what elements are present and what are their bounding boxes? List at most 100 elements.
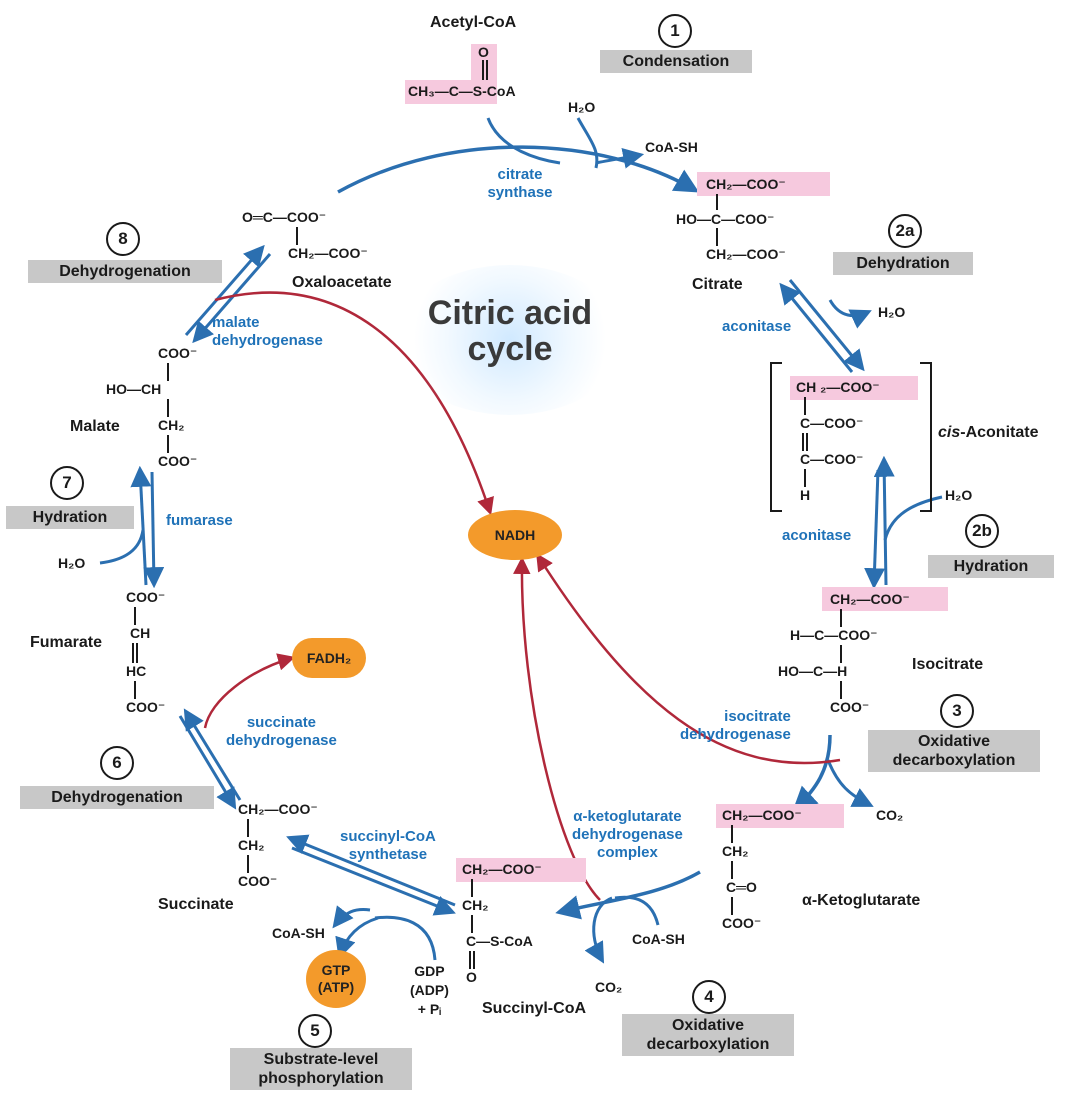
arrow-aconitase2-a <box>864 469 886 590</box>
arrow-gdp-in <box>374 915 437 961</box>
arrow-condensation <box>337 145 700 194</box>
cis-bond-2 <box>802 433 808 451</box>
step-2b-label: Hydration <box>928 555 1054 579</box>
coash-5: CoA-SH <box>272 925 325 941</box>
isocitrate-line1: CH₂—COO⁻ <box>830 591 910 607</box>
acetyl-double-bond <box>482 60 488 80</box>
cis-aconitate-line4: H <box>800 487 811 503</box>
cycle-title: Citric acid cycle <box>405 294 615 368</box>
highlight-acetyl-ch3 <box>405 80 497 104</box>
step-6-number: 6 <box>100 746 134 780</box>
cis-aconitate-bracket-left <box>770 362 782 512</box>
akg-bond-1 <box>731 825 733 843</box>
h2o-7: H₂O <box>58 555 86 571</box>
step-7-number-text: 7 <box>62 473 72 492</box>
arrow-nadh-from-isocitrate <box>536 553 841 765</box>
cis-aconitate-name: cis-Aconitate <box>938 424 1038 442</box>
succinyl-coa-line1: CH₂—COO⁻ <box>462 861 542 877</box>
arrow-aconitase1-a <box>788 279 865 372</box>
co2-4: CO₂ <box>595 979 623 995</box>
enzyme-succinyl-coa-synthetase: succinyl-CoA synthetase <box>340 828 436 863</box>
mal-bond-1 <box>167 363 169 381</box>
isocitrate-line4: COO⁻ <box>830 699 870 715</box>
oxaloacetate-line2: CH₂—COO⁻ <box>288 245 368 261</box>
arrow-gtp-out <box>335 916 379 959</box>
oxaloacetate-line1: O═C—COO⁻ <box>242 209 327 225</box>
malate-line3: CH₂ <box>158 417 185 433</box>
step-2a-label: Dehydration <box>833 252 973 276</box>
citrate-name: Citrate <box>692 276 743 293</box>
co2-3: CO₂ <box>876 807 904 823</box>
acetyl-coa-name: Acetyl-CoA <box>430 14 517 31</box>
gdp-adp-pi: GDP (ADP) + Pᵢ <box>410 963 449 1017</box>
citrate-bond-bottom <box>716 228 718 246</box>
step-7-label: Hydration <box>6 506 134 530</box>
cis-aconitate-line3: C—COO⁻ <box>800 451 864 467</box>
arrow-scs-b <box>291 846 456 916</box>
h2o-top: H₂O <box>568 99 596 115</box>
fumarate-name: Fumarate <box>30 634 103 651</box>
arrow-h2o-in-7 <box>99 529 145 565</box>
scoa-bond-3 <box>469 951 475 969</box>
oxaloacetate-name: Oxaloacetate <box>292 274 392 291</box>
succinate-line3: COO⁻ <box>238 873 278 889</box>
arrow-nadh-from-malate <box>214 291 494 516</box>
arrow-fumarase-b <box>143 471 165 589</box>
cis-prefix: cis <box>938 424 961 441</box>
nadh-oval: NADH <box>468 510 562 560</box>
highlight-succinyl-coa <box>456 858 586 882</box>
succinyl-coa-name: Succinyl-CoA <box>482 1000 587 1017</box>
enzyme-succinate-dh: succinate dehydrogenase <box>226 714 337 749</box>
step-1-number-text: 1 <box>670 21 680 40</box>
arrow-sdh-b <box>178 715 237 810</box>
enzyme-malate-dh: malate dehydrogenase <box>212 314 323 349</box>
fum-bond-1 <box>134 607 136 625</box>
cis-aconitate-bracket-right <box>920 362 932 512</box>
arrow-coash-out-5 <box>332 905 371 929</box>
akg-bond-3 <box>731 897 733 915</box>
coash-top: CoA-SH <box>645 139 698 155</box>
fumarate-line1: COO⁻ <box>126 589 166 605</box>
citrate-line2: HO—C—COO⁻ <box>676 211 775 227</box>
step-3-number: 3 <box>940 694 974 728</box>
succ-bond-2 <box>247 855 249 873</box>
highlight-isocitrate <box>822 587 948 611</box>
akg-name: α-Ketoglutarate <box>802 892 921 909</box>
mal-bond-3 <box>167 435 169 453</box>
isocitrate-line2: H—C—COO⁻ <box>790 627 878 643</box>
fumarate-line4: COO⁻ <box>126 699 166 715</box>
fum-bond-2 <box>132 643 138 663</box>
succinate-name: Succinate <box>158 896 234 913</box>
step-3-label: Oxidative decarboxylation <box>868 730 1040 773</box>
scoa-bond-2 <box>471 915 473 933</box>
step-2b-number-text: 2b <box>972 521 992 540</box>
step-2b-number: 2b <box>965 514 999 548</box>
highlight-citrate <box>697 172 830 196</box>
succinyl-coa-line2: CH₂ <box>462 897 489 913</box>
iso-bond-2 <box>840 645 842 663</box>
akg-line1: CH₂—COO⁻ <box>722 807 802 823</box>
arrow-h2o-in-2b <box>883 495 943 541</box>
succinyl-coa-line3: C—S-CoA <box>466 933 533 949</box>
step-3-number-text: 3 <box>952 701 962 720</box>
akg-bond-2 <box>731 861 733 879</box>
arrow-scs-a <box>286 834 456 907</box>
arrow-h2o-out-2a <box>828 299 872 329</box>
arrow-h2o-in <box>576 117 599 169</box>
enzyme-akg-dh: α-ketoglutarate dehydrogenase complex <box>572 808 683 861</box>
enzyme-aconitase-2: aconitase <box>782 527 852 544</box>
fumarate-line3: HC <box>126 663 147 679</box>
enzyme-citrate-synthase: citrate synthase <box>487 166 553 201</box>
step-4-label: Oxidative decarboxylation <box>622 1014 794 1057</box>
step-8-number: 8 <box>106 222 140 256</box>
step-5-number-text: 5 <box>310 1021 320 1040</box>
cycle-title-text: Citric acid cycle <box>427 294 593 368</box>
arrow-fumarase-a <box>130 465 152 586</box>
cis-aconitate-line2: C—COO⁻ <box>800 415 864 431</box>
cis-bond-1 <box>804 397 806 415</box>
step-4-number-text: 4 <box>704 987 714 1006</box>
step-7-number: 7 <box>50 466 84 500</box>
step-1-label: Condensation <box>600 50 752 74</box>
